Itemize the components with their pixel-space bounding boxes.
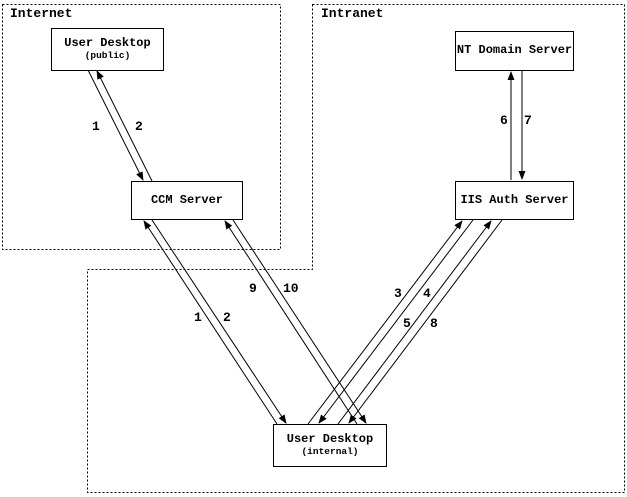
flow-label-8: 8 <box>430 316 438 331</box>
node-nt-domain-server: NT Domain Server <box>455 31 574 71</box>
node-ccm-server-label: CCM Server <box>150 192 223 207</box>
node-user-desktop-internal-sublabel: (internal) <box>301 445 359 457</box>
intranet-zone-label: Intranet <box>321 6 384 21</box>
node-ccm-server: CCM Server <box>131 181 243 220</box>
node-user-desktop-public: User Desktop (public) <box>51 28 164 71</box>
flow-label-3: 3 <box>394 286 402 301</box>
flow-label-4: 4 <box>423 286 431 301</box>
node-nt-domain-server-label: NT Domain Server <box>456 43 573 58</box>
flow-label-2-internal: 2 <box>223 310 231 325</box>
node-user-desktop-internal-label: User Desktop <box>286 432 374 447</box>
intranet-zone-outline <box>87 4 625 493</box>
flow-label-2-public: 2 <box>135 119 143 134</box>
internet-zone-outline <box>2 4 281 250</box>
arrow-3-internal-to-iis <box>307 220 463 425</box>
node-user-desktop-internal: User Desktop (internal) <box>273 424 387 467</box>
arrow-2-ccm-to-internal <box>151 219 287 424</box>
arrow-8-iis-to-internal <box>348 219 503 424</box>
arrow-1-internal-to-ccm <box>143 220 278 425</box>
internet-zone-label: Internet <box>10 6 73 21</box>
node-user-desktop-public-sublabel: (public) <box>84 49 131 61</box>
arrow-9-internal-to-ccm <box>224 220 358 425</box>
flow-label-10: 10 <box>283 281 299 296</box>
node-iis-auth-server-label: IIS Auth Server <box>460 192 569 207</box>
node-user-desktop-public-label: User Desktop <box>64 36 151 51</box>
flow-label-1-public: 1 <box>92 119 100 134</box>
flow-label-9: 9 <box>249 281 257 296</box>
arrow-4-iis-to-internal <box>318 219 474 424</box>
flow-label-7: 7 <box>524 113 532 128</box>
arrow-2-ccm-to-public <box>96 70 153 182</box>
flow-label-1-internal: 1 <box>194 310 202 325</box>
arrow-1-public-to-ccm <box>87 69 144 181</box>
flow-label-6: 6 <box>500 113 508 128</box>
node-iis-auth-server: IIS Auth Server <box>455 181 574 220</box>
flow-label-5: 5 <box>403 316 411 331</box>
arrow-10-ccm-to-internal <box>232 219 367 424</box>
arrow-5-internal-to-iis <box>337 220 492 425</box>
